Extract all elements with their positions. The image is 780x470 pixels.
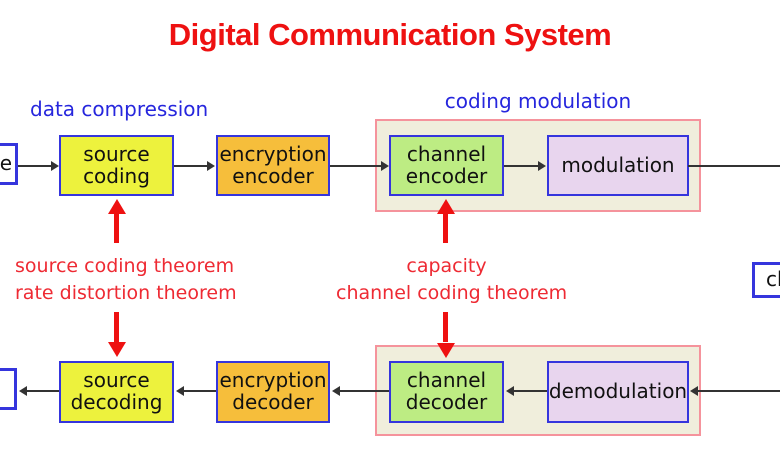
- red-arrow-down-channel-shaft: [443, 312, 448, 342]
- block-modulation-label: modulation: [561, 152, 675, 177]
- arrow-demodulation-to-decoder-line: [514, 390, 547, 392]
- red-arrow-down-channel-head: [437, 343, 455, 358]
- line-modulation-out: [688, 165, 780, 167]
- arrow-channel-to-modulation-head: [538, 161, 546, 171]
- arrow-demodulation-to-decoder-head: [506, 386, 514, 396]
- annotation-source-coding-theorem: source coding theorem: [15, 255, 235, 277]
- block-channel-decoder: channel decoder: [389, 361, 504, 423]
- arrow-encryption-to-source-decoding-line: [184, 390, 216, 392]
- block-source-coding-line1: source: [83, 141, 150, 166]
- arrow-decoding-to-sink-head: [19, 386, 27, 396]
- arrow-input-to-source-coding-head: [51, 161, 59, 171]
- block-demodulation: demodulation: [547, 361, 689, 423]
- block-sink-partial: [0, 368, 17, 410]
- block-encryption-decoder-line1: encryption: [219, 368, 327, 393]
- block-channel-partial: ch: [752, 262, 780, 298]
- arrow-channel-in-to-demodulation-head: [690, 386, 698, 396]
- block-encryption-encoder: encryption encoder: [216, 135, 330, 196]
- block-modulation: modulation: [547, 135, 689, 196]
- red-arrow-up-channel-shaft: [443, 213, 448, 243]
- arrow-channel-in-to-demodulation-line: [698, 390, 780, 392]
- red-arrow-up-channel-head: [437, 199, 455, 214]
- arrow-coding-to-encryption-head: [207, 161, 215, 171]
- block-source-decoding-line2: decoding: [70, 390, 163, 414]
- block-channel-decoder-line2: decoder: [405, 390, 488, 414]
- label-coding-modulation: coding modulation: [444, 89, 632, 113]
- block-source-partial: e: [0, 143, 18, 185]
- block-source-coding: source coding: [59, 135, 174, 196]
- block-source-partial-label: e: [0, 151, 12, 176]
- block-source-decoding-line1: source: [83, 368, 150, 393]
- block-channel-encoder-line2: encoder: [405, 163, 488, 188]
- block-channel-decoder-line1: channel: [406, 368, 487, 393]
- block-encryption-decoder-line2: decoder: [232, 390, 314, 414]
- block-source-coding-line2: coding: [83, 163, 150, 188]
- annotation-capacity: capacity: [406, 255, 487, 277]
- red-arrow-up-source-head: [108, 199, 126, 214]
- arrow-encryption-to-channel-line: [330, 165, 381, 167]
- red-arrow-up-source-shaft: [114, 213, 119, 243]
- block-channel-encoder-line1: channel: [406, 141, 487, 166]
- block-encryption-encoder-line1: encryption: [219, 141, 327, 166]
- block-channel-encoder: channel encoder: [389, 135, 504, 196]
- arrow-decoding-to-sink-line: [27, 390, 59, 392]
- arrow-coding-to-encryption-line: [174, 165, 207, 167]
- arrow-input-to-source-coding-line: [18, 165, 51, 167]
- arrow-decoder-to-encryption-line: [340, 390, 389, 392]
- arrow-encryption-to-channel-head: [381, 161, 389, 171]
- arrow-decoder-to-encryption-head: [332, 386, 340, 396]
- block-demodulation-label: demodulation: [548, 379, 688, 404]
- block-encryption-encoder-line2: encoder: [232, 163, 314, 188]
- annotation-rate-distortion-theorem: rate distortion theorem: [15, 282, 237, 304]
- block-source-decoding: source decoding: [59, 361, 174, 423]
- red-arrow-down-source-shaft: [114, 312, 119, 342]
- arrow-encryption-to-source-decoding-head: [176, 386, 184, 396]
- annotation-channel-coding-theorem: channel coding theorem: [336, 282, 568, 304]
- arrow-channel-to-modulation-line: [504, 165, 538, 167]
- label-data-compression: data compression: [30, 97, 209, 121]
- diagram-title: Digital Communication System: [168, 17, 612, 52]
- block-channel-partial-label: ch: [766, 267, 780, 292]
- block-encryption-decoder: encryption decoder: [216, 361, 330, 423]
- red-arrow-down-source-head: [108, 342, 126, 357]
